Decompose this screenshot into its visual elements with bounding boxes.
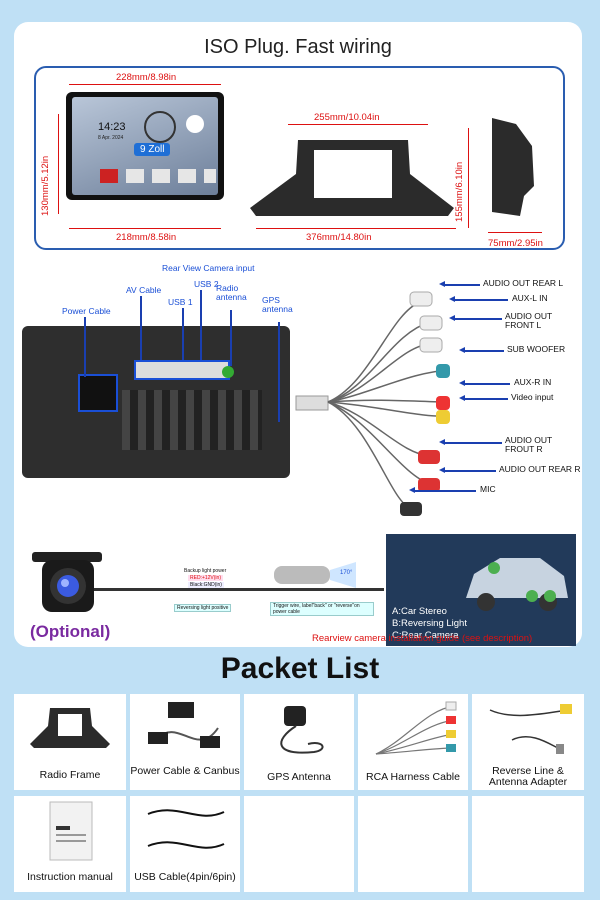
rca-label-8: AUDIO OUT REAR R <box>499 464 581 474</box>
label-usb2: USB 2 <box>194 279 219 289</box>
reversing-positive-label: Reversing light positive <box>174 604 232 612</box>
packet-item-reverse-line: Reverse Line & Antenna Adapter <box>472 694 584 790</box>
size-badge: 9 Zoll <box>134 143 171 156</box>
frame-height: 155mm/6.10in <box>454 161 465 222</box>
screen-width-bottom: 218mm/8.58in <box>116 232 177 243</box>
packet-caption: Power Cable & Canbus <box>130 765 240 777</box>
legend-a: A:Car Stereo <box>392 606 447 617</box>
packet-empty-cell <box>358 796 468 892</box>
back-panel <box>22 326 290 478</box>
packet-item-manual: Instruction manual <box>14 796 126 892</box>
power-connector <box>78 374 118 412</box>
packet-item-usb-cable: USB Cable(4pin/6pin) <box>130 796 240 892</box>
camera-guide: Rearview camera installation guide (see … <box>312 633 533 644</box>
packet-item-gps-antenna: GPS Antenna <box>244 694 354 790</box>
camera-angle: 170° <box>340 570 353 576</box>
camera-icon <box>32 552 102 612</box>
label-power-cable: Power Cable <box>62 306 111 316</box>
legend-b: B:Reversing Light <box>392 618 467 629</box>
side-view <box>492 118 534 216</box>
rca-label-6: Video input <box>511 392 554 402</box>
rca-label-4: SUB WOOFER <box>507 344 566 354</box>
packet-item-power-cable: Power Cable & Canbus <box>130 694 240 790</box>
dimensions-box: 228mm/8.98in 130mm/5.12in 14:23 8 Apr. 2… <box>34 66 565 250</box>
legend-c: C:Rear Camera <box>392 630 459 641</box>
speedometer-icon <box>144 111 176 143</box>
packet-list-title: Packet List <box>220 652 380 685</box>
packet-item-radio-frame: Radio Frame <box>14 694 126 790</box>
heatsink <box>122 390 262 450</box>
play-button[interactable] <box>186 115 204 133</box>
packet-caption: RCA Harness Cable <box>366 771 460 783</box>
label-av-cable: AV Cable <box>126 285 162 295</box>
rca-label-5: AUX-R IN <box>514 377 552 387</box>
packet-caption: USB Cable(4pin/6pin) <box>134 871 236 883</box>
radio-app-icon[interactable] <box>178 169 196 183</box>
packet-caption: GPS Antenna <box>267 771 331 783</box>
camera-cable <box>94 588 384 591</box>
packet-empty-cell <box>244 796 354 892</box>
wiring-card: ISO Plug. Fast wiring 228mm/8.98in 130mm… <box>14 22 582 647</box>
label-rear-view: Rear View Camera input <box>162 263 255 273</box>
page-title: ISO Plug. Fast wiring <box>204 36 392 58</box>
screen-time: 14:23 <box>98 121 126 133</box>
packet-caption: Instruction manual <box>27 871 113 883</box>
optional-label: (Optional) <box>30 622 111 641</box>
depth: 75mm/2.95in <box>488 238 543 249</box>
packet-caption: Reverse Line & Antenna Adapter <box>488 765 568 788</box>
trigger-note: Trigger wire, label"back" or "reverse"on… <box>270 602 374 616</box>
packet-empty-cell <box>472 796 584 892</box>
radio-frame <box>250 140 454 216</box>
settings-app-icon[interactable] <box>204 169 216 183</box>
rca-label-2: AUX-L IN <box>512 293 548 303</box>
screen-height: 130mm/5.12in <box>40 155 51 216</box>
packet-item-rca-harness: RCA Harness Cable <box>358 694 468 790</box>
rca-label-3: AUDIO OUT FRONT L <box>505 311 553 330</box>
radio-antenna-port <box>222 366 234 378</box>
label-gps-antenna: GPS antenna <box>262 295 293 314</box>
car-diagram: A:Car Stereo B:Reversing Light C:Rear Ca… <box>386 534 576 646</box>
rca-label-7: AUDIO OUT FROUT R <box>505 435 553 454</box>
rca-harness <box>295 291 450 516</box>
radio-screen: 14:23 8 Apr. 2024 9 Zoll <box>66 92 224 200</box>
bluetooth-app-icon[interactable] <box>126 169 144 183</box>
rca-label-1: AUDIO OUT REAR L <box>483 278 564 288</box>
apps-icon[interactable] <box>152 169 170 183</box>
label-usb1: USB 1 <box>168 297 193 307</box>
frame-width-bottom: 376mm/14.80in <box>306 232 372 243</box>
screen-date: 8 Apr. 2024 <box>98 135 124 141</box>
backup-power-label: Backup light power <box>184 568 227 574</box>
usb-av-connectors <box>134 360 230 380</box>
frame-width-top: 255mm/10.04in <box>314 112 380 123</box>
black-wire-label: Black:GND(in) <box>188 582 224 588</box>
nav-app-icon[interactable] <box>100 169 118 183</box>
car-top-icon <box>274 562 356 588</box>
rca-label-9: MIC <box>480 484 496 494</box>
screen-width-top: 228mm/8.98in <box>116 72 177 83</box>
label-radio-antenna: Radio antenna <box>216 283 247 302</box>
packet-caption: Radio Frame <box>39 769 101 781</box>
red-wire-label: RED:+12V(in) <box>188 575 223 581</box>
